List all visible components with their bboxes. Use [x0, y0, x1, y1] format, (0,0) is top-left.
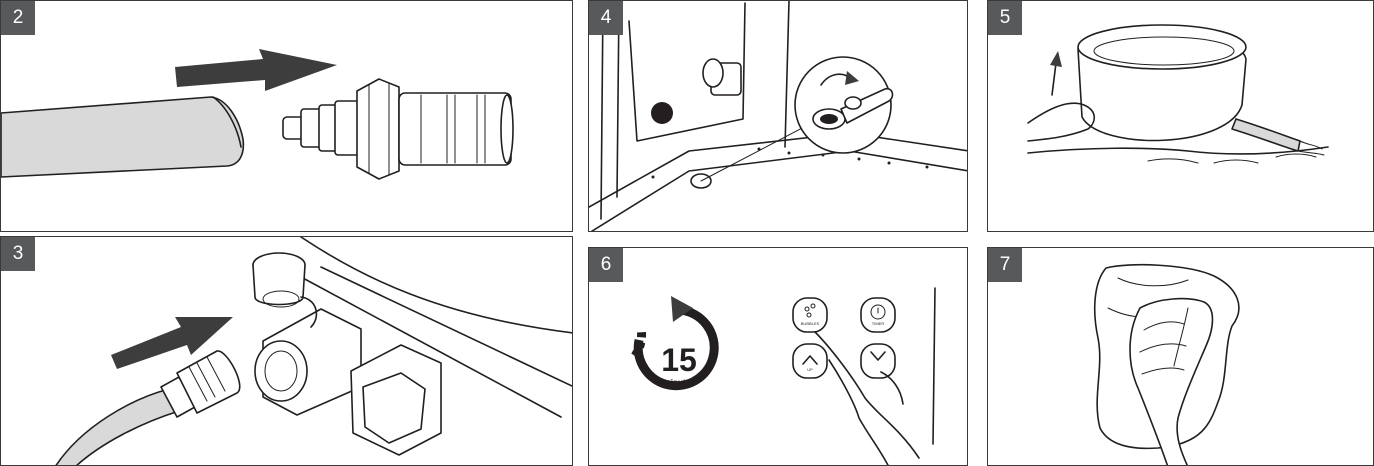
- step-2-illustration: [1, 1, 573, 232]
- step-3-number: 3: [1, 237, 35, 271]
- step-6-panel: 6 15 minutes BUBBLES TIMER UP: [588, 247, 968, 466]
- step-5-illustration: [988, 1, 1374, 232]
- hose-connector: [283, 79, 513, 179]
- step-7-panel: 7: [987, 247, 1374, 466]
- step-2-number: 2: [1, 1, 35, 35]
- timer-unit: minutes: [651, 378, 707, 387]
- drain-valve: [255, 309, 441, 455]
- wall-valve: [703, 59, 741, 95]
- step-5-number: 5: [988, 1, 1022, 35]
- step-4-panel: 4: [588, 0, 968, 232]
- step-7-illustration: [988, 248, 1374, 466]
- bubble-button-label: BUBBLES: [793, 321, 827, 326]
- step-6-illustration: [589, 248, 968, 466]
- step-3-panel: 3: [0, 236, 573, 466]
- lift-arrow-icon: [1050, 51, 1062, 67]
- timer-button-label: TIMER: [861, 321, 895, 326]
- hose-with-connector: [55, 351, 240, 466]
- spa-tub: [1078, 25, 1246, 140]
- timer-value: 15: [651, 344, 707, 376]
- step-3-illustration: [1, 237, 573, 466]
- step-4-illustration: [589, 1, 968, 232]
- drain-hose: [1232, 119, 1300, 151]
- up-button-label: UP: [793, 367, 827, 372]
- step-4-number: 4: [589, 1, 623, 35]
- control-panel: [793, 288, 935, 444]
- magnified-drain-cap: [795, 57, 892, 153]
- ground-line: [1028, 147, 1328, 154]
- step-7-number: 7: [988, 248, 1022, 282]
- hose: [1, 97, 243, 177]
- insert-arrow-icon: [175, 49, 337, 91]
- step-6-number: 6: [589, 248, 623, 282]
- step-2-panel: 2: [0, 0, 573, 232]
- filter-mesh: [651, 102, 673, 124]
- step-5-panel: 5: [987, 0, 1374, 232]
